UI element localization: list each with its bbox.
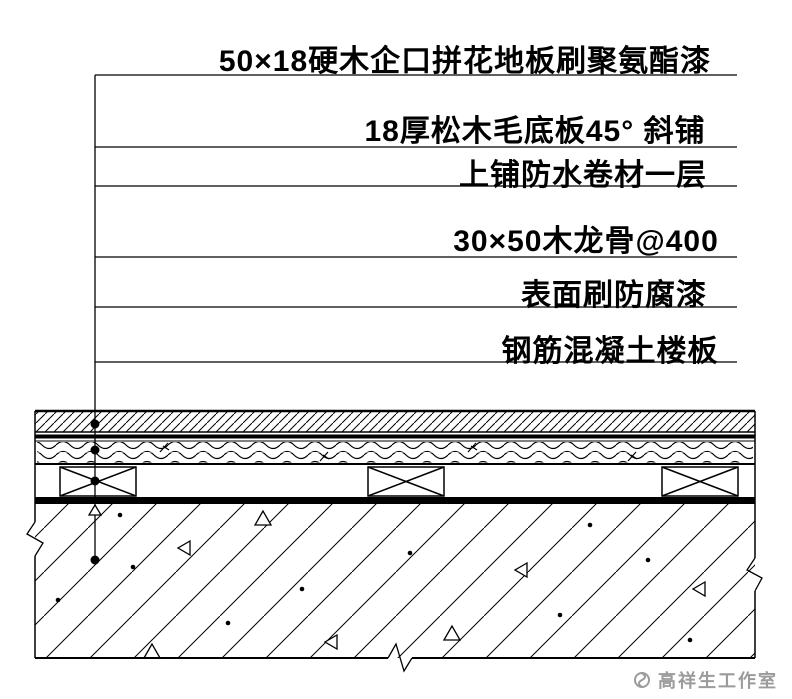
joist-block-left	[59, 466, 137, 497]
label-parquet-floor: 50×18硬木企口拼花地板刷聚氨酯漆	[218, 45, 712, 78]
subfloor-wave-layer	[35, 442, 755, 465]
grain-tick-marks	[159, 442, 638, 462]
label-anticorrosion-paint: 表面刷防腐漆	[521, 279, 707, 312]
joist-layer	[59, 466, 739, 497]
section-edges	[26, 411, 763, 673]
label-waterproof-membrane: 上铺防水卷材一层	[459, 159, 707, 192]
break-symbol-right	[746, 557, 763, 592]
leader-lines	[94, 74, 737, 560]
slab-top-band	[35, 497, 755, 504]
floorboard-layer	[35, 409, 755, 433]
label-wood-joist: 30×50木龙骨@400	[453, 225, 719, 258]
label-pine-subfloor: 18厚松木毛底板45° 斜铺	[364, 115, 706, 148]
joist-block-right	[661, 466, 739, 497]
concrete-layer	[35, 503, 755, 659]
break-symbol-bottom	[387, 642, 413, 673]
joist-block-middle	[367, 466, 445, 497]
break-symbol-left	[26, 521, 44, 557]
watermark: 高祥生工作室	[632, 667, 778, 693]
aggregate-triangles	[87, 503, 706, 659]
watermark-logo-icon	[634, 672, 650, 688]
watermark-text: 高祥生工作室	[658, 671, 778, 691]
aggregate-dots	[55, 512, 693, 643]
label-concrete-slab: 钢筋混凝土楼板	[501, 335, 719, 368]
membrane-layer	[35, 434, 755, 442]
